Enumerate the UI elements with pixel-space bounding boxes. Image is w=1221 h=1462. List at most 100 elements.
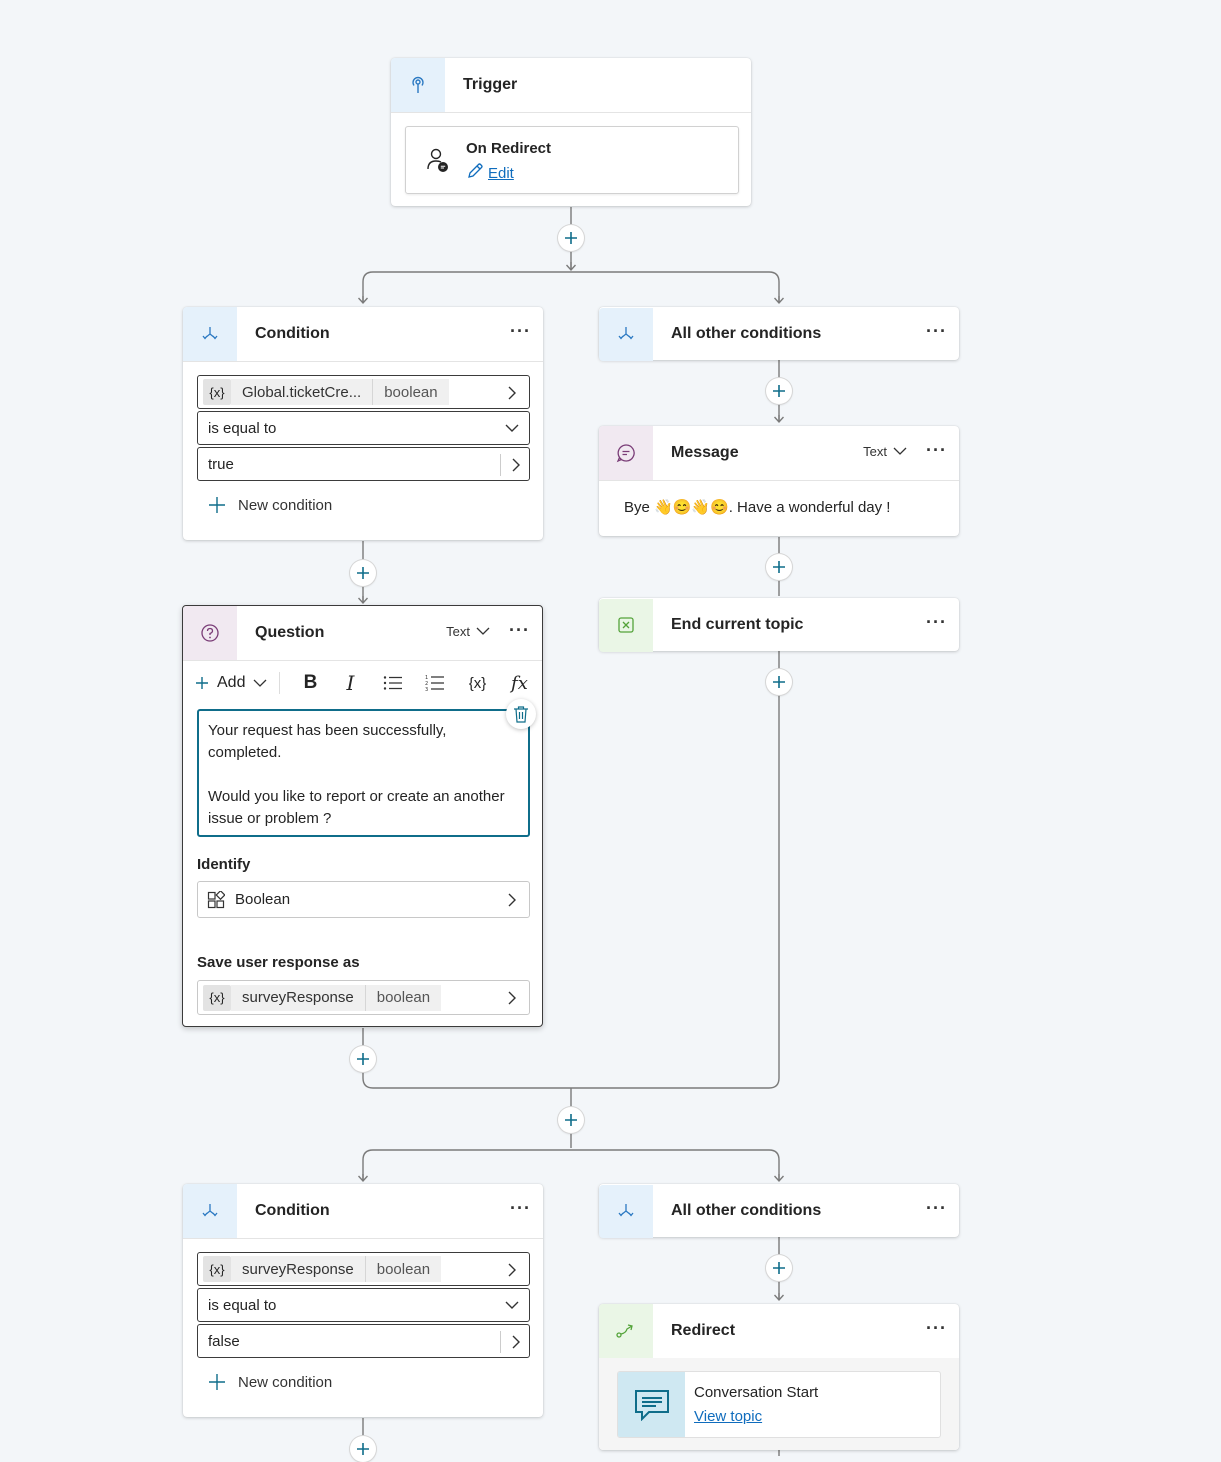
view-topic-link[interactable]: View topic <box>694 1408 763 1425</box>
end-topic-node[interactable]: End current topic ··· <box>599 598 959 652</box>
plus-icon <box>196 677 208 689</box>
message-type-dropdown[interactable]: Text <box>863 444 907 459</box>
branch-icon <box>183 1184 237 1238</box>
branch-icon <box>183 307 237 361</box>
condition-node[interactable]: Condition ··· {x} Global.ticketCre... bo… <box>183 307 543 540</box>
trigger-edit-link[interactable]: Edit <box>466 162 514 185</box>
bulleted-list-button[interactable] <box>372 668 414 698</box>
more-options-button[interactable]: ··· <box>926 1198 947 1218</box>
branch-icon <box>599 307 653 361</box>
save-response-label: Save user response as <box>197 954 360 971</box>
entity-icon <box>207 890 225 908</box>
message-text[interactable]: Bye 👋😊👋😊. Have a wonderful day ! <box>624 499 891 516</box>
more-options-button[interactable]: ··· <box>926 440 947 460</box>
add-node-button[interactable] <box>766 1255 792 1281</box>
identify-entity-picker[interactable]: Boolean <box>197 881 530 918</box>
insert-variable-button[interactable]: {x} <box>456 668 498 698</box>
operator-dropdown[interactable]: is equal to <box>197 1288 530 1322</box>
more-options-button[interactable]: ··· <box>509 620 530 640</box>
message-header: Message Text ··· <box>599 426 959 480</box>
question-header: Question Text ··· <box>183 606 542 660</box>
all-other-conditions-header: All other conditions ··· <box>599 307 959 361</box>
italic-icon: I <box>346 671 355 695</box>
new-condition-label: New condition <box>238 496 333 514</box>
condition-variable-picker[interactable]: {x} Global.ticketCre... boolean <box>197 375 530 409</box>
add-node-button[interactable] <box>558 1107 584 1133</box>
operator-dropdown[interactable]: is equal to <box>197 411 530 445</box>
add-node-button[interactable] <box>350 560 376 586</box>
chevron-down-icon <box>505 1301 519 1309</box>
bold-icon: B <box>303 672 318 693</box>
chevron-down-icon <box>476 627 490 635</box>
chevron-down-icon <box>893 447 907 455</box>
prompt-line: Would you like to report or create an an… <box>208 788 505 827</box>
trigger-node[interactable]: Trigger On Redirect Edit <box>391 58 751 206</box>
more-options-button[interactable]: ··· <box>926 1318 947 1338</box>
redirect-icon <box>599 1304 653 1358</box>
condition-value: true <box>208 455 234 473</box>
operator-value: is equal to <box>208 419 277 437</box>
bulleted-list-icon <box>384 676 403 690</box>
variable-type: boolean <box>365 1256 442 1282</box>
all-other-conditions-node[interactable]: All other conditions ··· <box>599 1184 959 1238</box>
condition-node[interactable]: Condition ··· {x} surveyResponse boolean… <box>183 1184 543 1417</box>
add-node-button[interactable] <box>350 1436 376 1462</box>
save-response-variable-picker[interactable]: {x} surveyResponse boolean <box>197 980 530 1015</box>
new-condition-label: New condition <box>238 1373 333 1391</box>
topic-chat-icon <box>618 1372 685 1437</box>
question-type-dropdown[interactable]: Text <box>446 624 490 639</box>
add-node-button[interactable] <box>766 669 792 695</box>
redirect-node[interactable]: Redirect ··· Conversation Start View top… <box>599 1304 959 1450</box>
condition-header: Condition ··· <box>183 1184 543 1238</box>
svg-text:2: 2 <box>425 681 428 687</box>
insert-formula-button[interactable]: fx <box>498 668 540 698</box>
more-options-button[interactable]: ··· <box>510 321 531 341</box>
condition-value-field[interactable]: false <box>197 1324 530 1358</box>
all-other-conditions-node[interactable]: All other conditions ··· <box>599 307 959 361</box>
new-condition-button[interactable]: New condition <box>208 1373 332 1391</box>
add-node-button[interactable] <box>350 1046 376 1072</box>
chevron-right-icon <box>512 1335 520 1349</box>
italic-button[interactable]: I <box>328 668 372 698</box>
redirect-topic-name: Conversation Start <box>694 1384 819 1401</box>
more-options-button[interactable]: ··· <box>510 1198 531 1218</box>
trigger-title: Trigger <box>463 76 518 93</box>
redirect-header: Redirect ··· <box>599 1304 959 1358</box>
operator-value: is equal to <box>208 1296 277 1314</box>
svg-text:1: 1 <box>425 675 428 681</box>
svg-text:3: 3 <box>425 687 428 692</box>
numbered-list-icon: 123 <box>425 675 445 692</box>
formula-icon: fx <box>511 672 528 694</box>
trigger-event-name: On Redirect <box>466 140 552 157</box>
end-topic-header: End current topic ··· <box>599 598 959 652</box>
more-options-button[interactable]: ··· <box>926 321 947 341</box>
add-dropdown-button[interactable]: Add <box>195 668 267 698</box>
redirect-topic-card[interactable]: Conversation Start View topic <box>617 1371 941 1438</box>
all-other-conditions-title: All other conditions <box>671 1202 822 1219</box>
branch-icon <box>599 1184 653 1238</box>
variable-icon: {x} <box>203 1256 231 1282</box>
trigger-event-card[interactable]: On Redirect Edit <box>405 126 739 194</box>
question-title: Question <box>255 624 325 641</box>
condition-variable-picker[interactable]: {x} surveyResponse boolean <box>197 1252 530 1286</box>
add-node-button[interactable] <box>558 225 584 251</box>
delete-message-button[interactable] <box>506 699 536 729</box>
more-options-button[interactable]: ··· <box>926 612 947 632</box>
question-text-editor[interactable]: Your request has been successfully, comp… <box>197 699 536 837</box>
condition-value-field[interactable]: true <box>197 447 530 481</box>
identify-value: Boolean <box>235 891 291 908</box>
add-node-button[interactable] <box>766 378 792 404</box>
variable-name: surveyResponse <box>231 1256 366 1282</box>
end-topic-icon <box>599 598 653 652</box>
variable-icon: {x} <box>468 674 487 692</box>
variable-type: boolean <box>365 984 442 1011</box>
new-condition-button[interactable]: New condition <box>208 496 332 514</box>
edit-link[interactable]: Edit <box>488 165 514 182</box>
add-node-button[interactable] <box>766 554 792 580</box>
bold-button[interactable]: B <box>292 668 328 698</box>
message-node[interactable]: Message Text ··· Bye 👋😊👋😊. Have a wonder… <box>599 426 959 536</box>
